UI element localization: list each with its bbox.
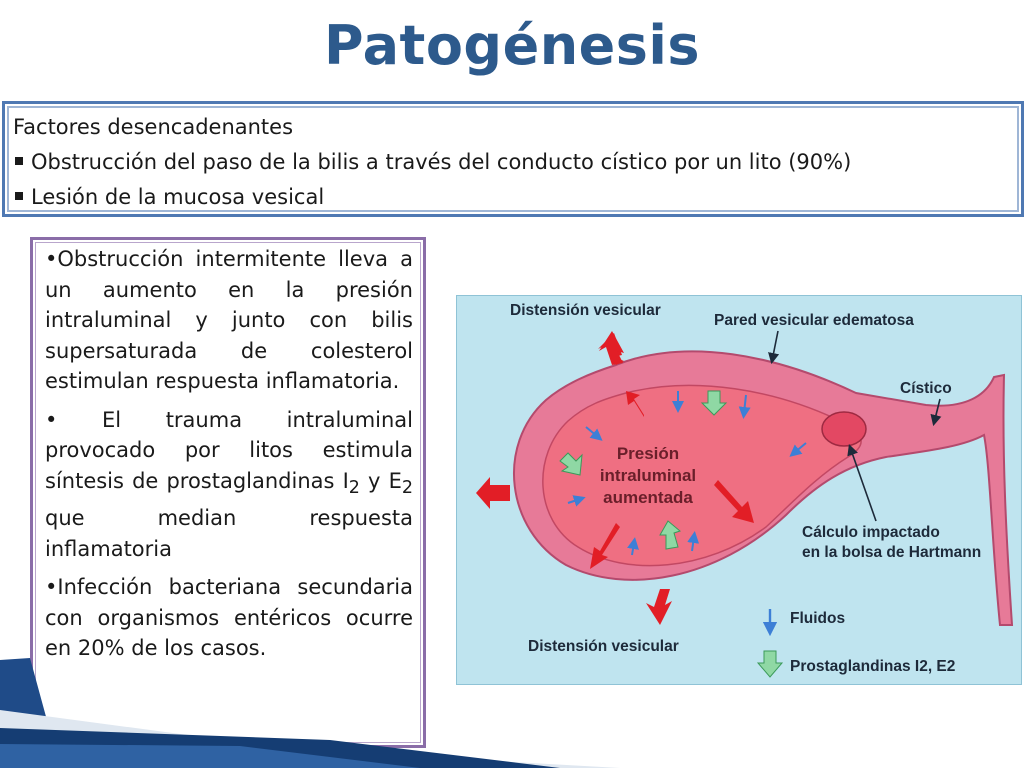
label-stone-2: en la bolsa de Hartmann [802, 544, 981, 561]
square-bullet-icon [15, 157, 23, 165]
fluid-arrow-icon [687, 531, 700, 552]
mechanism-paragraph-2: • El trauma intraluminal provocado por l… [45, 405, 413, 565]
fluid-arrow-icon [738, 394, 751, 419]
prostaglandin-arrow-icon [700, 390, 728, 416]
mechanism-paragraph-1: •Obstrucción intermitente lleva a un aum… [45, 247, 413, 393]
label-distension-top: Distensión vesicular [510, 302, 661, 319]
mechanisms-box: •Obstrucción intermitente lleva a un aum… [30, 237, 426, 748]
gallbladder-lumen [542, 384, 862, 567]
pointer-arrows [768, 330, 942, 522]
slide-title: Patogénesis [323, 14, 701, 77]
mechanism-text: que median respuesta inflamatoria [45, 506, 413, 561]
distension-arrow-icon [626, 391, 644, 417]
legend-fluids-label: Fluidos [790, 610, 845, 627]
label-pressure-3: aumentada [603, 488, 693, 507]
square-bullet-icon [15, 192, 23, 200]
legend-prostaglandin-icon [756, 650, 784, 678]
pointer-arrow-icon [930, 398, 942, 427]
distension-arrow-icon [714, 480, 754, 523]
factor-item-text: Lesión de la mucosa vesical [31, 185, 325, 209]
fluid-arrow-icon [789, 442, 807, 457]
label-pressure-2: intraluminal [600, 466, 696, 485]
distension-arrow-icon [476, 477, 510, 509]
pointer-arrow-icon [768, 330, 780, 365]
factor-item: Lesión de la mucosa vesical [13, 180, 1013, 215]
distension-arrow-icon [599, 331, 624, 365]
factors-heading: Factores desencadenantes [13, 115, 294, 139]
legend-prostaglandins-label: Prostaglandinas I2, E2 [790, 658, 955, 675]
label-distension-bottom: Distensión vesicular [528, 638, 679, 655]
pointer-arrow-icon [847, 443, 877, 522]
prostaglandin-arrow-icon [559, 452, 583, 476]
prostaglandin-arrow-icon [659, 520, 682, 550]
subscript: 2 [348, 477, 360, 498]
subscript: 2 [401, 477, 413, 498]
label-stone-1: Cálculo impactado [802, 524, 940, 541]
fluid-arrow-icon [585, 426, 603, 441]
distension-arrow-icon [590, 523, 620, 569]
label-wall: Pared vesicular edematosa [714, 312, 914, 329]
factors-box: Factores desencadenantes Obstrucción del… [2, 101, 1024, 217]
factor-item: Obstrucción del paso de la bilis a travé… [13, 145, 1013, 180]
mechanism-text: y E [359, 468, 402, 493]
fluid-arrow-icon [567, 495, 586, 507]
impacted-stone-icon [821, 411, 867, 447]
label-cystic: Cístico [900, 380, 952, 397]
factor-item-text: Obstrucción del paso de la bilis a travé… [31, 150, 852, 174]
decorative-corner-band [0, 658, 620, 768]
gallbladder-diagram: Distensión vesicular Pared vesicular ede… [456, 295, 1022, 685]
distension-arrow-icon [646, 589, 672, 625]
mechanism-paragraph-3: •Infección bacteriana secundaria con org… [45, 575, 413, 661]
fluid-arrow-icon [627, 537, 639, 556]
mechanism-text: • El trauma intraluminal provocado por l… [45, 407, 413, 493]
label-pressure-1: Presión [617, 444, 679, 463]
